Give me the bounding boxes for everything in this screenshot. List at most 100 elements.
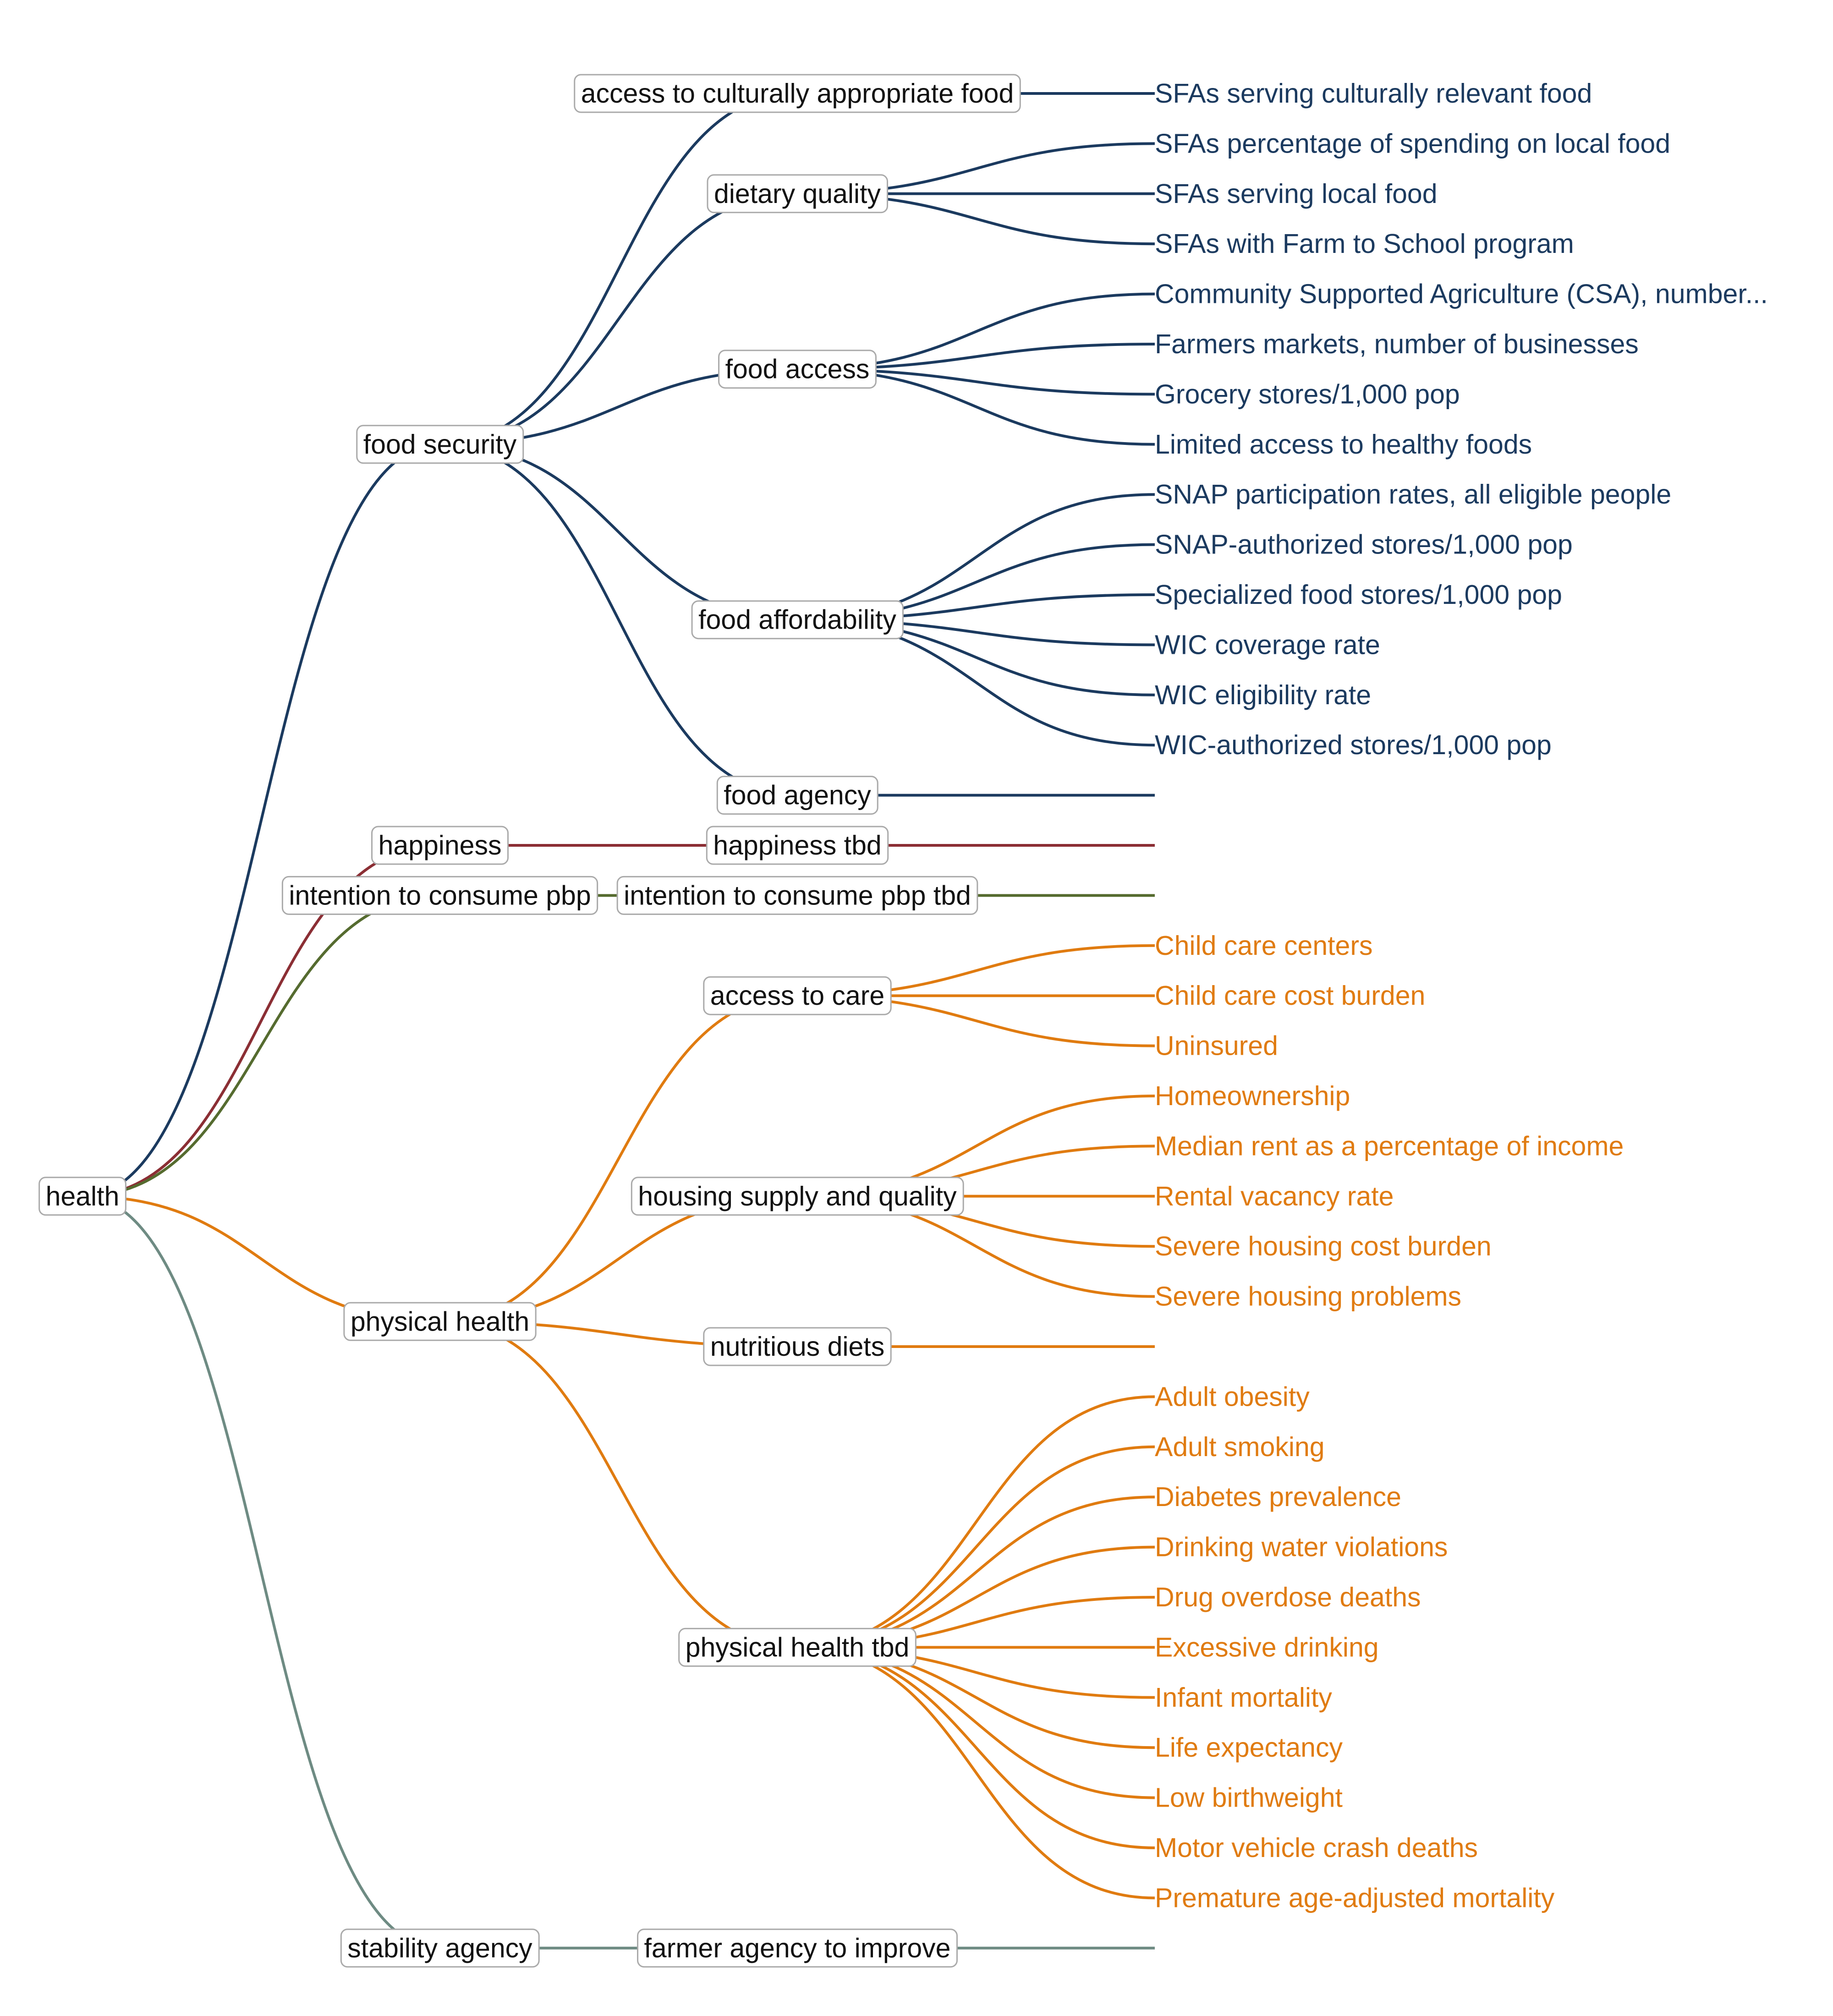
node-label: stability agency (347, 1933, 532, 1963)
node-box (574, 74, 1021, 113)
leaf-snap-participation-rates-all-eligible-people: SNAP participation rates, all eligible p… (1155, 479, 1671, 509)
leaf-community-supported-agriculture-csa-number: Community Supported Agriculture (CSA), n… (1155, 279, 1768, 309)
link-health-to-happiness (82, 844, 440, 1198)
leaf-wic-eligibility-rate: WIC eligibility rate (1155, 680, 1371, 710)
node-dietary-quality: dietary quality (707, 174, 889, 214)
node-label: food affordability (698, 605, 896, 635)
node-stability-agency: stability agency (340, 1928, 540, 1968)
node-label: physical health tbd (686, 1632, 910, 1662)
node-box (343, 1302, 537, 1341)
node-label: dietary quality (714, 179, 881, 209)
node-box (706, 826, 889, 865)
node-box (616, 876, 978, 915)
leaf-grocery-stores-1-000-pop: Grocery stores/1,000 pop (1155, 379, 1460, 409)
node-food-agency: food agency (716, 776, 878, 815)
node-happiness-tbd: happiness tbd (706, 826, 889, 865)
node-happiness: happiness (371, 826, 509, 865)
leaf-sfas-percentage-of-spending-on-local-food: SFAs percentage of spending on local foo… (1155, 128, 1670, 159)
leaf-diabetes-prevalence: Diabetes prevalence (1155, 1482, 1401, 1512)
leaf-drinking-water-violations: Drinking water violations (1155, 1532, 1448, 1562)
leaf-severe-housing-problems: Severe housing problems (1155, 1282, 1461, 1312)
node-physical-health: physical health (343, 1302, 537, 1341)
leaf-snap-authorized-stores-1-000-pop: SNAP-authorized stores/1,000 pop (1155, 530, 1573, 560)
node-label: housing supply and quality (638, 1181, 957, 1211)
link-physical-health-tbd-to-adult-smoking (797, 1445, 1155, 1649)
link-physical-health-to-access-to-care (439, 994, 798, 1323)
leaf-child-care-cost-burden: Child care cost burden (1155, 981, 1425, 1011)
node-health: health (38, 1177, 126, 1216)
leaf-excessive-drinking: Excessive drinking (1155, 1632, 1379, 1662)
node-label: intention to consume pbp tbd (624, 880, 971, 910)
node-box (281, 876, 598, 915)
node-label: happiness tbd (713, 830, 881, 860)
leaves-layer: SFAs serving culturally relevant foodSFA… (1155, 78, 1768, 1913)
leaf-farmers-markets-number-of-businesses: Farmers markets, number of businesses (1155, 329, 1639, 359)
node-access-to-care: access to care (703, 976, 892, 1015)
node-label: food access (725, 354, 870, 384)
node-box (631, 1177, 964, 1216)
leaf-adult-obesity: Adult obesity (1155, 1381, 1310, 1412)
node-label: intention to consume pbp (289, 880, 591, 910)
node-box (691, 600, 904, 640)
node-box (707, 174, 889, 214)
link-physical-health-tbd-to-adult-obesity (797, 1395, 1155, 1649)
node-label: access to culturally appropriate food (581, 78, 1014, 109)
leaf-rental-vacancy-rate: Rental vacancy rate (1155, 1181, 1394, 1211)
node-label: physical health (351, 1306, 529, 1337)
node-label: food agency (724, 780, 871, 811)
node-nutritious-diets: nutritious diets (703, 1327, 892, 1366)
link-physical-health-tbd-to-low-birthweight (797, 1646, 1155, 1799)
node-physical-health-tbd: physical health tbd (678, 1627, 916, 1667)
node-box (637, 1928, 958, 1968)
nodes-layer: health food security access to culturally … (38, 74, 1021, 1968)
leaf-sfas-serving-culturally-relevant-food: SFAs serving culturally relevant food (1155, 78, 1592, 109)
node-box (703, 976, 892, 1015)
node-label: health (46, 1181, 120, 1211)
leaf-wic-coverage-rate: WIC coverage rate (1155, 630, 1380, 660)
node-label: nutritious diets (710, 1331, 884, 1362)
node-food-access: food access (718, 350, 877, 389)
leaf-uninsured: Uninsured (1155, 1031, 1278, 1061)
leaf-specialized-food-stores-1-000-pop: Specialized food stores/1,000 pop (1155, 580, 1562, 610)
node-box (718, 350, 877, 389)
link-food-security-to-food-affordability (439, 443, 798, 621)
leaf-wic-authorized-stores-1-000-pop: WIC-authorized stores/1,000 pop (1155, 730, 1552, 760)
leaf-severe-housing-cost-burden: Severe housing cost burden (1155, 1231, 1492, 1261)
leaf-life-expectancy: Life expectancy (1155, 1732, 1343, 1763)
leaf-limited-access-to-healthy-foods: Limited access to healthy foods (1155, 429, 1532, 460)
link-health-to-stability-agency (82, 1194, 440, 1950)
node-access-to-culturally-appropriate-food: access to culturally appropriate food (574, 74, 1021, 113)
leaf-sfas-serving-local-food: SFAs serving local food (1155, 179, 1438, 209)
node-food-affordability: food affordability (691, 600, 904, 640)
node-housing-supply-and-quality: housing supply and quality (631, 1177, 964, 1216)
link-food-security-to-food-agency (439, 443, 798, 797)
leaf-premature-age-adjusted-mortality: Premature age-adjusted mortality (1155, 1883, 1555, 1913)
node-label: access to care (710, 981, 884, 1011)
node-box (703, 1327, 892, 1366)
node-label: happiness (379, 830, 502, 860)
leaf-homeownership: Homeownership (1155, 1081, 1350, 1111)
link-physical-health-tbd-to-motor-vehicle-crash-deaths (797, 1646, 1155, 1849)
link-health-to-intention-to-consume-pbp (82, 894, 440, 1198)
node-label: food security (363, 429, 517, 460)
leaf-infant-mortality: Infant mortality (1155, 1682, 1332, 1713)
link-physical-health-to-physical-health-tbd (439, 1320, 798, 1649)
node-box (356, 425, 524, 464)
node-food-security: food security (356, 425, 524, 464)
node-box (38, 1177, 126, 1216)
leaf-motor-vehicle-crash-deaths: Motor vehicle crash deaths (1155, 1833, 1478, 1863)
leaf-sfas-with-farm-to-school-program: SFAs with Farm to School program (1155, 229, 1574, 259)
node-box (371, 826, 509, 865)
node-box (716, 776, 878, 815)
node-intention-to-consume-pbp: intention to consume pbp (281, 876, 598, 915)
node-label: farmer agency to improve (644, 1933, 951, 1963)
leaf-low-birthweight: Low birthweight (1155, 1783, 1343, 1813)
node-farmer-agency-to-improve: farmer agency to improve (637, 1928, 958, 1968)
link-health-to-food-security (82, 443, 440, 1198)
node-box (678, 1627, 916, 1667)
link-food-security-to-access-to-culturally-appropriate-food (439, 92, 798, 446)
node-box (340, 1928, 540, 1968)
link-physical-health-tbd-to-diabetes-prevalence (797, 1496, 1155, 1649)
leaf-median-rent-as-a-percentage-of-income: Median rent as a percentage of income (1155, 1131, 1624, 1161)
